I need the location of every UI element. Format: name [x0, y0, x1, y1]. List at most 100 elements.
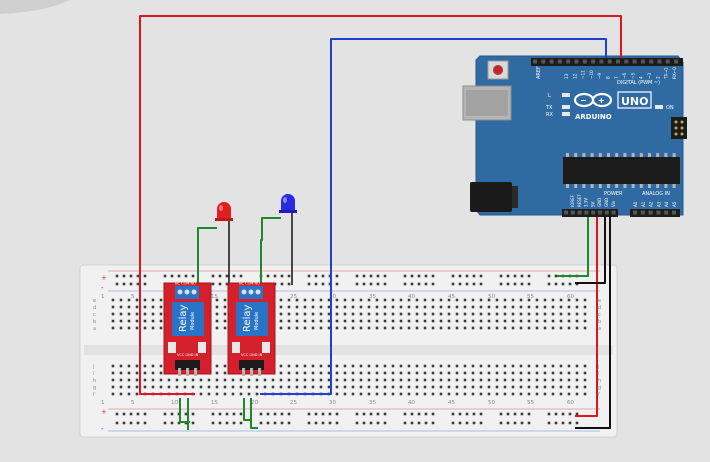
breadboard-hole[interactable]: [223, 298, 227, 302]
breadboard-hole[interactable]: [479, 319, 483, 323]
breadboard-hole[interactable]: [279, 371, 283, 375]
breadboard-hole[interactable]: [135, 392, 139, 396]
breadboard-hole[interactable]: [215, 305, 219, 309]
breadboard-hole[interactable]: [527, 319, 531, 323]
breadboard-hole[interactable]: [303, 378, 307, 382]
breadboard-hole[interactable]: [367, 298, 371, 302]
rail-hole[interactable]: [266, 421, 270, 425]
breadboard-hole[interactable]: [463, 298, 467, 302]
breadboard-hole[interactable]: [119, 305, 123, 309]
relay-module-2[interactable]: NC COM NO Relay Module VCC GND IN: [227, 282, 276, 377]
rail-hole[interactable]: [465, 412, 469, 416]
breadboard-hole[interactable]: [583, 298, 587, 302]
wire-black-gnd-top[interactable]: [575, 217, 606, 284]
rail-hole[interactable]: [314, 282, 318, 286]
breadboard-hole[interactable]: [207, 392, 211, 396]
breadboard-hole[interactable]: [471, 371, 475, 375]
rail-hole[interactable]: [143, 412, 147, 416]
rail-hole[interactable]: [506, 421, 510, 425]
breadboard-hole[interactable]: [303, 312, 307, 316]
breadboard-hole[interactable]: [375, 385, 379, 389]
breadboard-hole[interactable]: [431, 305, 435, 309]
rail-hole[interactable]: [170, 412, 174, 416]
rail-hole[interactable]: [568, 412, 572, 416]
breadboard-hole[interactable]: [111, 385, 115, 389]
breadboard-hole[interactable]: [303, 326, 307, 330]
breadboard-hole[interactable]: [543, 319, 547, 323]
breadboard-hole[interactable]: [447, 326, 451, 330]
breadboard-hole[interactable]: [471, 364, 475, 368]
rail-hole[interactable]: [163, 412, 167, 416]
breadboard-hole[interactable]: [367, 378, 371, 382]
breadboard-hole[interactable]: [207, 385, 211, 389]
breadboard-hole[interactable]: [287, 298, 291, 302]
breadboard-hole[interactable]: [519, 364, 523, 368]
breadboard-hole[interactable]: [287, 312, 291, 316]
breadboard-hole[interactable]: [287, 371, 291, 375]
breadboard-hole[interactable]: [439, 298, 443, 302]
breadboard-hole[interactable]: [151, 326, 155, 330]
breadboard-hole[interactable]: [151, 312, 155, 316]
breadboard-hole[interactable]: [143, 385, 147, 389]
power-header[interactable]: [562, 209, 618, 217]
breadboard-hole[interactable]: [319, 378, 323, 382]
rail-hole[interactable]: [280, 421, 284, 425]
breadboard-hole[interactable]: [391, 371, 395, 375]
breadboard-hole[interactable]: [127, 385, 131, 389]
breadboard-hole[interactable]: [151, 298, 155, 302]
breadboard-hole[interactable]: [575, 326, 579, 330]
breadboard-hole[interactable]: [511, 312, 515, 316]
breadboard-hole[interactable]: [535, 312, 539, 316]
breadboard-hole[interactable]: [327, 385, 331, 389]
rail-hole[interactable]: [280, 282, 284, 286]
rail-hole[interactable]: [458, 274, 462, 278]
breadboard-hole[interactable]: [511, 326, 515, 330]
rail-hole[interactable]: [369, 412, 373, 416]
breadboard-hole[interactable]: [231, 392, 235, 396]
rail-hole[interactable]: [472, 274, 476, 278]
rail-hole[interactable]: [417, 412, 421, 416]
breadboard-hole[interactable]: [519, 385, 523, 389]
breadboard-hole[interactable]: [327, 312, 331, 316]
rail-hole[interactable]: [451, 282, 455, 286]
rail-hole[interactable]: [328, 421, 332, 425]
breadboard-hole[interactable]: [559, 364, 563, 368]
breadboard-hole[interactable]: [279, 326, 283, 330]
breadboard-hole[interactable]: [279, 312, 283, 316]
rail-hole[interactable]: [239, 412, 243, 416]
breadboard-hole[interactable]: [519, 326, 523, 330]
breadboard-hole[interactable]: [351, 312, 355, 316]
breadboard-hole[interactable]: [287, 378, 291, 382]
breadboard-hole[interactable]: [479, 298, 483, 302]
breadboard-hole[interactable]: [543, 326, 547, 330]
wire-green-relay2-b[interactable]: [250, 398, 258, 429]
breadboard-hole[interactable]: [135, 319, 139, 323]
breadboard-hole[interactable]: [447, 312, 451, 316]
rail-hole[interactable]: [403, 412, 407, 416]
breadboard-hole[interactable]: [215, 392, 219, 396]
rail-hole[interactable]: [424, 274, 428, 278]
rail-hole[interactable]: [335, 421, 339, 425]
breadboard-hole[interactable]: [343, 364, 347, 368]
breadboard-hole[interactable]: [279, 298, 283, 302]
breadboard-hole[interactable]: [495, 305, 499, 309]
rail-hole[interactable]: [376, 421, 380, 425]
breadboard-hole[interactable]: [519, 312, 523, 316]
breadboard-hole[interactable]: [431, 319, 435, 323]
breadboard-hole[interactable]: [135, 364, 139, 368]
breadboard-hole[interactable]: [343, 326, 347, 330]
rail-hole[interactable]: [307, 282, 311, 286]
breadboard-hole[interactable]: [439, 378, 443, 382]
breadboard-hole[interactable]: [559, 371, 563, 375]
rail-hole[interactable]: [479, 412, 483, 416]
breadboard-hole[interactable]: [583, 319, 587, 323]
rail-hole[interactable]: [369, 421, 373, 425]
rail-hole[interactable]: [376, 412, 380, 416]
breadboard-hole[interactable]: [143, 312, 147, 316]
breadboard-hole[interactable]: [303, 364, 307, 368]
breadboard-hole[interactable]: [327, 371, 331, 375]
breadboard-hole[interactable]: [255, 378, 259, 382]
breadboard-hole[interactable]: [511, 305, 515, 309]
breadboard-hole[interactable]: [303, 319, 307, 323]
